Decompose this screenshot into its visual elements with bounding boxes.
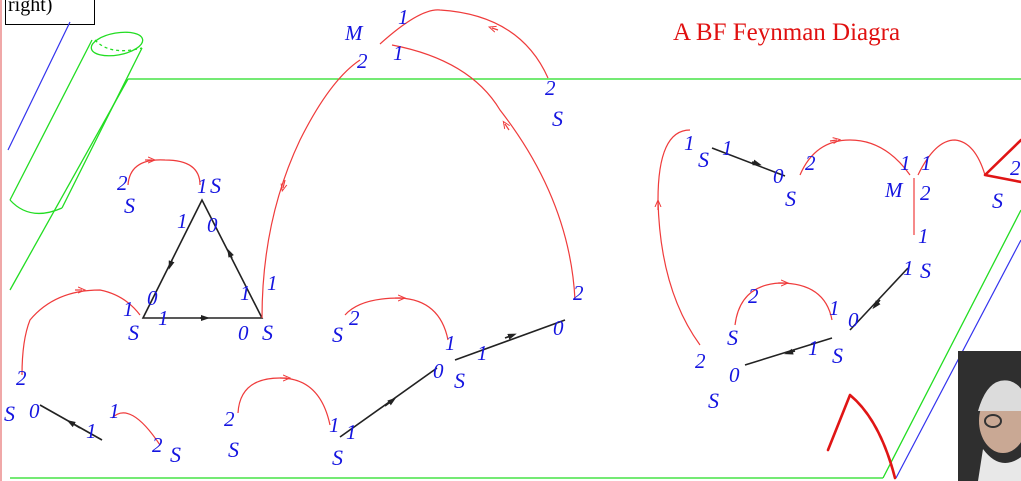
corner-label-box: [5, 0, 95, 25]
propagator-loop-b: [21, 289, 141, 376]
propagator-arrow: [505, 124, 509, 131]
svg-text:S: S: [262, 320, 273, 345]
annotation-arrow-top: [983, 138, 1021, 184]
vertex-bottom-middle: [339, 319, 566, 438]
svg-text:S: S: [210, 173, 221, 198]
svg-text:2: 2: [152, 433, 163, 457]
svg-text:S: S: [920, 258, 931, 283]
svg-text:1: 1: [918, 224, 929, 248]
svg-text:S: S: [332, 445, 343, 470]
svg-text:S: S: [785, 186, 796, 211]
svg-text:2: 2: [117, 171, 128, 195]
svg-text:1: 1: [722, 136, 733, 160]
svg-text:1: 1: [393, 41, 404, 65]
svg-text:1: 1: [177, 209, 188, 233]
svg-text:1: 1: [123, 297, 134, 321]
svg-text:0: 0: [147, 286, 158, 310]
propagator-big-left: [261, 59, 361, 319]
svg-text:1: 1: [445, 331, 456, 355]
svg-text:0: 0: [433, 359, 444, 383]
propagator-arrow: [492, 28, 499, 30]
propagator-loop-e: [799, 139, 911, 176]
svg-text:2: 2: [1010, 156, 1021, 180]
svg-text:1: 1: [329, 413, 340, 437]
svg-text:2: 2: [573, 281, 584, 305]
svg-text:2: 2: [695, 349, 706, 373]
svg-text:2: 2: [920, 181, 931, 205]
propagator-small: [111, 412, 161, 446]
svg-text:0: 0: [29, 399, 40, 423]
svg-text:S: S: [992, 188, 1003, 213]
propagator-big-right: [391, 44, 576, 301]
svg-text:2: 2: [545, 76, 556, 100]
svg-text:0: 0: [238, 321, 249, 345]
propagator-loop-a: [127, 159, 201, 186]
corner-label: right): [8, 0, 53, 16]
svg-text:2: 2: [805, 151, 816, 175]
propagator-loop-d: [344, 297, 449, 341]
svg-text:S: S: [4, 401, 15, 426]
svg-text:0: 0: [729, 363, 740, 387]
svg-text:1: 1: [398, 5, 409, 29]
svg-text:1: 1: [477, 341, 488, 365]
svg-text:0: 0: [553, 316, 564, 340]
svg-text:2: 2: [748, 284, 759, 308]
vertex-right-top: [711, 147, 786, 177]
svg-text:1: 1: [109, 399, 120, 423]
svg-text:1: 1: [86, 419, 97, 443]
propagator-top: [379, 9, 549, 79]
triangle-vertex: [141, 198, 264, 321]
annotation-arrow-bottom: [826, 393, 897, 480]
svg-text:2: 2: [16, 366, 27, 390]
propagator-loop-f: [917, 139, 986, 176]
svg-text:2: 2: [349, 306, 360, 330]
svg-text:1: 1: [158, 306, 169, 330]
svg-text:0: 0: [848, 308, 859, 332]
svg-text:S: S: [708, 388, 719, 413]
portrait-icon: [958, 351, 1021, 481]
diagram-title: A BF Feynman Diagra: [673, 19, 900, 46]
svg-text:1: 1: [346, 420, 357, 444]
vertex-bottom-left: [39, 404, 103, 441]
cylinder-roll: [9, 31, 144, 215]
svg-text:1: 1: [197, 174, 208, 198]
svg-text:1: 1: [684, 131, 695, 155]
svg-text:0: 0: [773, 164, 784, 188]
svg-text:S: S: [454, 368, 465, 393]
svg-text:0: 0: [207, 213, 218, 237]
svg-text:1: 1: [921, 151, 932, 175]
plane-right-edge: [882, 209, 1021, 479]
svg-text:S: S: [124, 193, 135, 218]
svg-text:M: M: [344, 21, 364, 45]
propagator-arrow: [283, 179, 285, 188]
svg-text:S: S: [128, 320, 139, 345]
svg-text:S: S: [552, 106, 563, 131]
svg-text:S: S: [698, 147, 709, 172]
label-group: M 1 2 1 2 S 2 S 1 S 1 0 0 1 S 1 1 0 S 1 …: [4, 5, 1021, 470]
vertex-right-bottom: [744, 267, 909, 366]
portrait-photo: [958, 351, 1021, 481]
svg-text:S: S: [332, 322, 343, 347]
svg-text:S: S: [727, 325, 738, 350]
svg-text:1: 1: [240, 281, 251, 305]
propagator-loop-c: [237, 377, 331, 426]
propagator-arrow: [829, 140, 837, 141]
svg-text:S: S: [170, 442, 181, 467]
svg-text:S: S: [228, 437, 239, 462]
svg-text:2: 2: [224, 407, 235, 431]
svg-text:M: M: [884, 178, 904, 202]
svg-text:2: 2: [357, 49, 368, 73]
propagator-loop-g: [657, 129, 701, 346]
svg-text:1: 1: [267, 271, 278, 295]
svg-text:1: 1: [900, 151, 911, 175]
svg-text:S: S: [832, 343, 843, 368]
back-plane-left-line: [7, 21, 71, 151]
svg-text:1: 1: [903, 256, 914, 280]
svg-text:1: 1: [808, 336, 819, 360]
svg-text:1: 1: [829, 296, 840, 320]
